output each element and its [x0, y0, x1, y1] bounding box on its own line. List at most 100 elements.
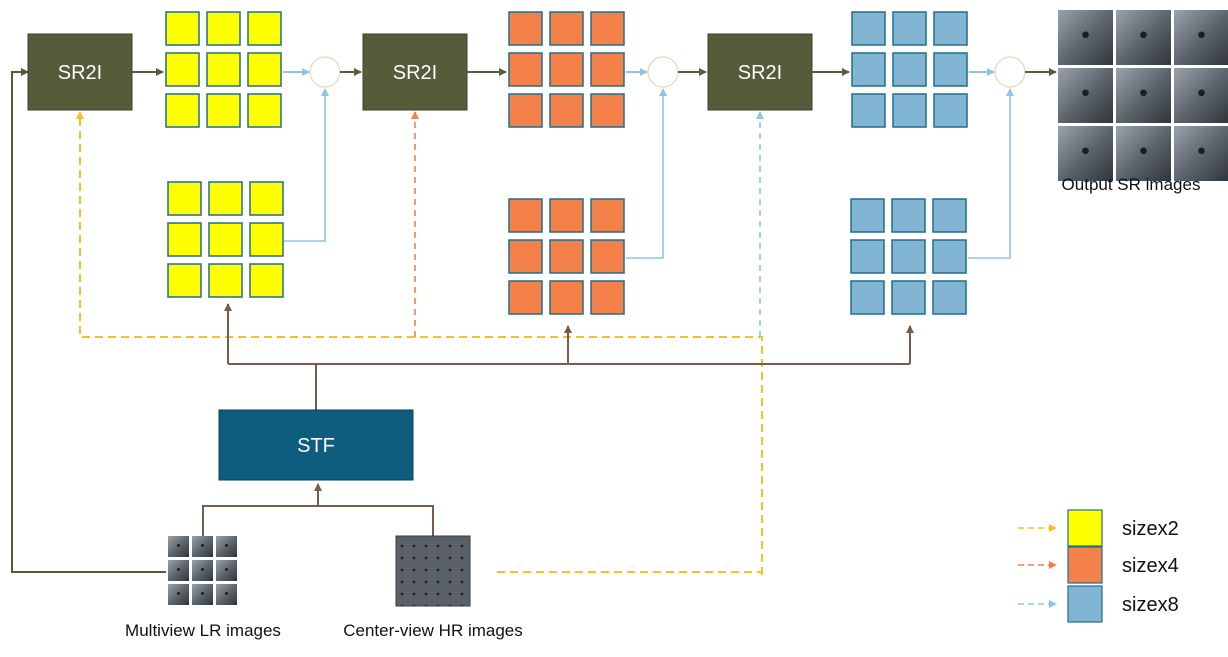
orange-tile [508, 198, 543, 233]
orange-tile [549, 11, 584, 46]
output-label: Output SR images [1062, 175, 1201, 194]
blue-tile [891, 280, 926, 315]
orange-tile [590, 280, 625, 315]
orange-tile [590, 11, 625, 46]
blue-tile [851, 93, 886, 128]
yellow-tile [208, 222, 243, 257]
photo-detail [1140, 89, 1147, 97]
blue-tile [932, 239, 967, 274]
blue-tile [933, 93, 968, 128]
grid-top-blue [851, 11, 968, 128]
blue-tile [933, 52, 968, 87]
output-sr-images [1058, 10, 1228, 181]
photo-detail [1140, 147, 1147, 155]
blue-tile [851, 11, 886, 46]
photo-detail [1198, 147, 1205, 155]
orange-tile [549, 239, 584, 274]
yellow-tile [165, 52, 200, 87]
photo-detail [225, 591, 228, 595]
yellow-tile [247, 52, 282, 87]
orange-tile [549, 198, 584, 233]
stf-distribution-lines [224, 303, 914, 410]
yellow-tile [206, 52, 241, 87]
grid-top-orange [508, 11, 625, 128]
orange-tile [549, 93, 584, 128]
legend-label: sizex2 [1122, 518, 1179, 540]
photo-detail [1082, 31, 1089, 39]
multiview-lr-images [168, 536, 237, 605]
yellow-tile [206, 93, 241, 128]
sr2i-block-1: SR2I [27, 33, 133, 111]
blue-tile [850, 280, 885, 315]
yellow-tile [247, 93, 282, 128]
blue-tile [850, 198, 885, 233]
orange-tile [590, 52, 625, 87]
photo-detail [177, 567, 180, 571]
blue-tile [850, 239, 885, 274]
yellow-tile [206, 11, 241, 46]
orange-tile [508, 11, 543, 46]
centerview-label: Center-view HR images [343, 621, 523, 640]
sum-circle-3 [994, 56, 1026, 88]
grid-bottom-blue [850, 198, 967, 315]
line-bottom-grid3-to-sum [968, 88, 1014, 259]
legend-swatch [1067, 509, 1103, 547]
yellow-tile [165, 11, 200, 46]
dashed-line-sizex2 [76, 111, 763, 575]
yellow-tile [167, 263, 202, 298]
sum-circle-1 [309, 56, 341, 88]
stf-label: STF [297, 435, 335, 457]
orange-tile [549, 280, 584, 315]
photo-detail [225, 567, 228, 571]
blue-tile [932, 198, 967, 233]
blue-tile [851, 52, 886, 87]
yellow-tile [208, 181, 243, 216]
blue-tile [892, 11, 927, 46]
blue-tile [932, 280, 967, 315]
orange-tile [549, 52, 584, 87]
yellow-tile [249, 181, 284, 216]
orange-tile [590, 239, 625, 274]
photo-detail [201, 567, 204, 571]
yellow-tile [165, 93, 200, 128]
blue-tile [892, 93, 927, 128]
sr2i-block-3: SR2I [707, 33, 813, 111]
input-loop-line [11, 68, 166, 573]
line-bottom-grid2-to-sum [626, 88, 667, 259]
center-view-hr-image [395, 535, 471, 607]
blue-tile [891, 198, 926, 233]
photo-detail [177, 543, 180, 547]
yellow-tile [208, 263, 243, 298]
orange-tile [590, 93, 625, 128]
blue-tile [933, 11, 968, 46]
grid-bottom-yellow [167, 181, 284, 298]
photo-detail [177, 591, 180, 595]
orange-tile [508, 280, 543, 315]
photo-detail [1082, 89, 1089, 97]
grid-bottom-orange [508, 198, 625, 315]
sr2i-label-2: SR2I [393, 62, 437, 84]
blue-tile [891, 239, 926, 274]
grid-top-yellow [165, 11, 282, 128]
photo-detail [1082, 147, 1089, 155]
yellow-tile [167, 222, 202, 257]
photo-detail [1140, 31, 1147, 39]
orange-tile [590, 198, 625, 233]
stf-block: STF [218, 409, 414, 481]
legend-label: sizex8 [1122, 594, 1179, 616]
photo-detail [201, 543, 204, 547]
legend-swatch [1067, 585, 1103, 623]
multiview-label: Multiview LR images [125, 621, 281, 640]
orange-tile [508, 52, 543, 87]
stf-input-lines [202, 483, 434, 536]
yellow-tile [167, 181, 202, 216]
yellow-tile [247, 11, 282, 46]
sum-circle-2 [647, 56, 679, 88]
photo-detail [1198, 89, 1205, 97]
blue-tile [892, 52, 927, 87]
sr2i-block-2: SR2I [362, 33, 468, 111]
sr2i-label-3: SR2I [738, 62, 782, 84]
line-bottom-grid1-to-sum [284, 88, 329, 242]
